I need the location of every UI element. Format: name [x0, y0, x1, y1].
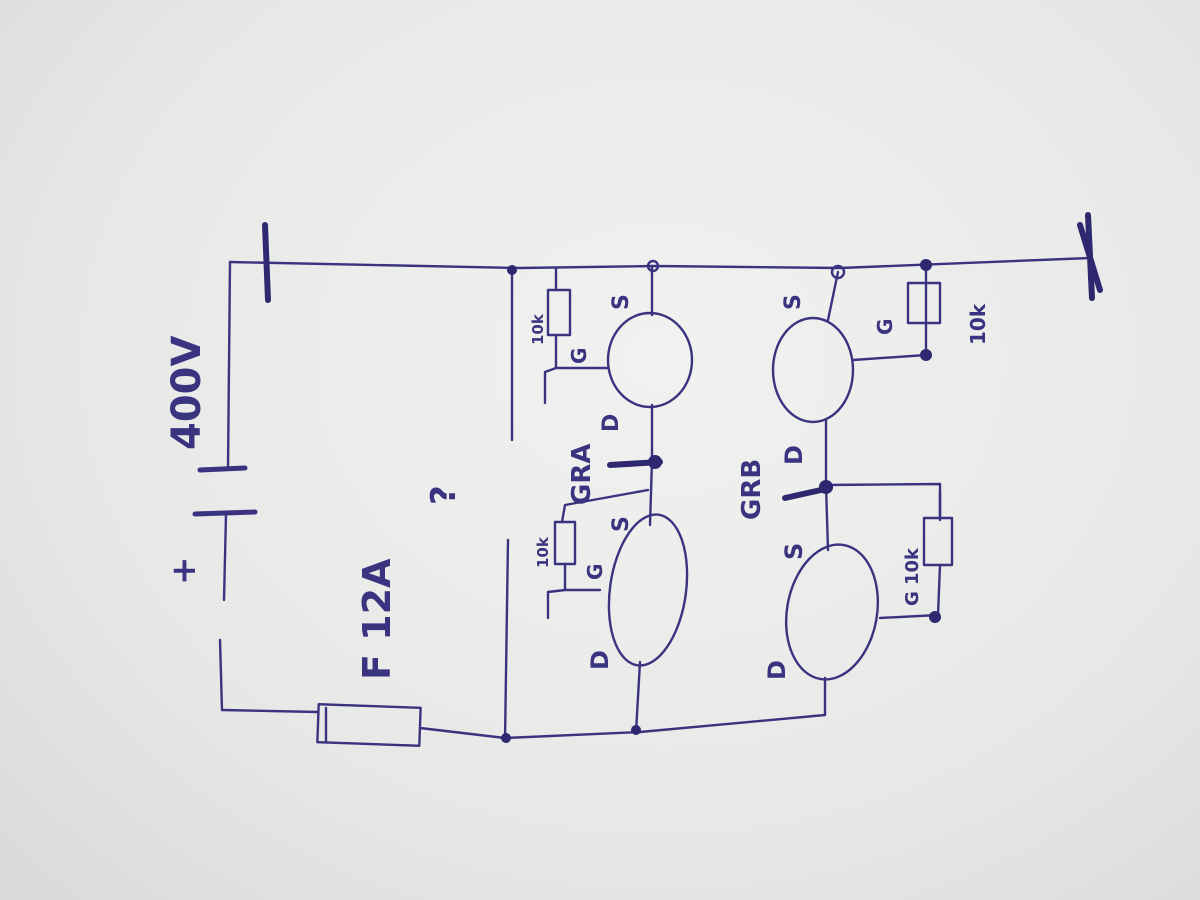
junction-open [646, 259, 660, 273]
drain-b-lower: D [763, 660, 791, 680]
junction-dot [501, 733, 511, 743]
gate-a-lower: G [583, 564, 607, 580]
junction-dot [819, 480, 833, 494]
polarity-label: + [164, 557, 204, 586]
resistor-b-upper [906, 281, 942, 325]
fuse-symbol [316, 703, 422, 747]
voltage-label: 400V [164, 336, 210, 450]
source-a-upper: S [609, 294, 634, 310]
transistor-a-lower [607, 513, 689, 667]
transistor-a-upper [606, 311, 694, 409]
right-terminal [1077, 212, 1103, 301]
left-terminal [262, 222, 271, 303]
question-mark: ? [424, 485, 464, 505]
bottom-wire [220, 676, 827, 740]
resistor-a-upper [546, 288, 572, 337]
junction-dot [507, 265, 517, 275]
resistor-b-lower [922, 516, 954, 567]
battery-plate-short [192, 509, 258, 517]
fuse-label: F 12A [355, 558, 399, 680]
junction-dot [631, 725, 641, 735]
gate-b-upper: G [873, 319, 897, 335]
drain-a-upper: D [599, 414, 624, 432]
gate-a-upper: G [567, 348, 591, 364]
junction-dot [929, 611, 941, 623]
resistor-a-upper-leads [543, 266, 610, 405]
resistor-b-lower-value: 10k [902, 547, 923, 585]
source-a-lower: S [609, 516, 634, 532]
resistor-b-upper-leads [851, 260, 928, 362]
resistor-a-lower-leads [546, 488, 650, 620]
left-wire [218, 260, 232, 712]
pair-a-label: GRA [567, 444, 597, 505]
battery-plate-long [197, 465, 248, 473]
resistor-a-upper-value: 10k [529, 313, 547, 345]
resistor-a-lower-value: 10k [534, 536, 552, 568]
transistor-b-lower [784, 543, 880, 681]
drain-b-upper: D [780, 445, 808, 465]
junction-dot [648, 455, 662, 469]
left-bus-lower [503, 538, 510, 742]
top-rail-wire [228, 256, 1092, 270]
pair-b-wires [824, 270, 942, 552]
junction-dot [920, 349, 932, 361]
source-b-lower: S [780, 543, 808, 560]
gate-b-lower: G [902, 591, 923, 606]
resistor-a-lower [553, 520, 577, 566]
transistor-b-upper [771, 316, 855, 424]
drain-a-lower: D [586, 650, 614, 670]
resistor-b-upper-value: 10k [966, 303, 990, 345]
junction-open [830, 264, 846, 280]
source-b-upper: S [781, 294, 806, 310]
pair-b-label: GRB [737, 459, 767, 520]
junction-dot [920, 259, 932, 271]
